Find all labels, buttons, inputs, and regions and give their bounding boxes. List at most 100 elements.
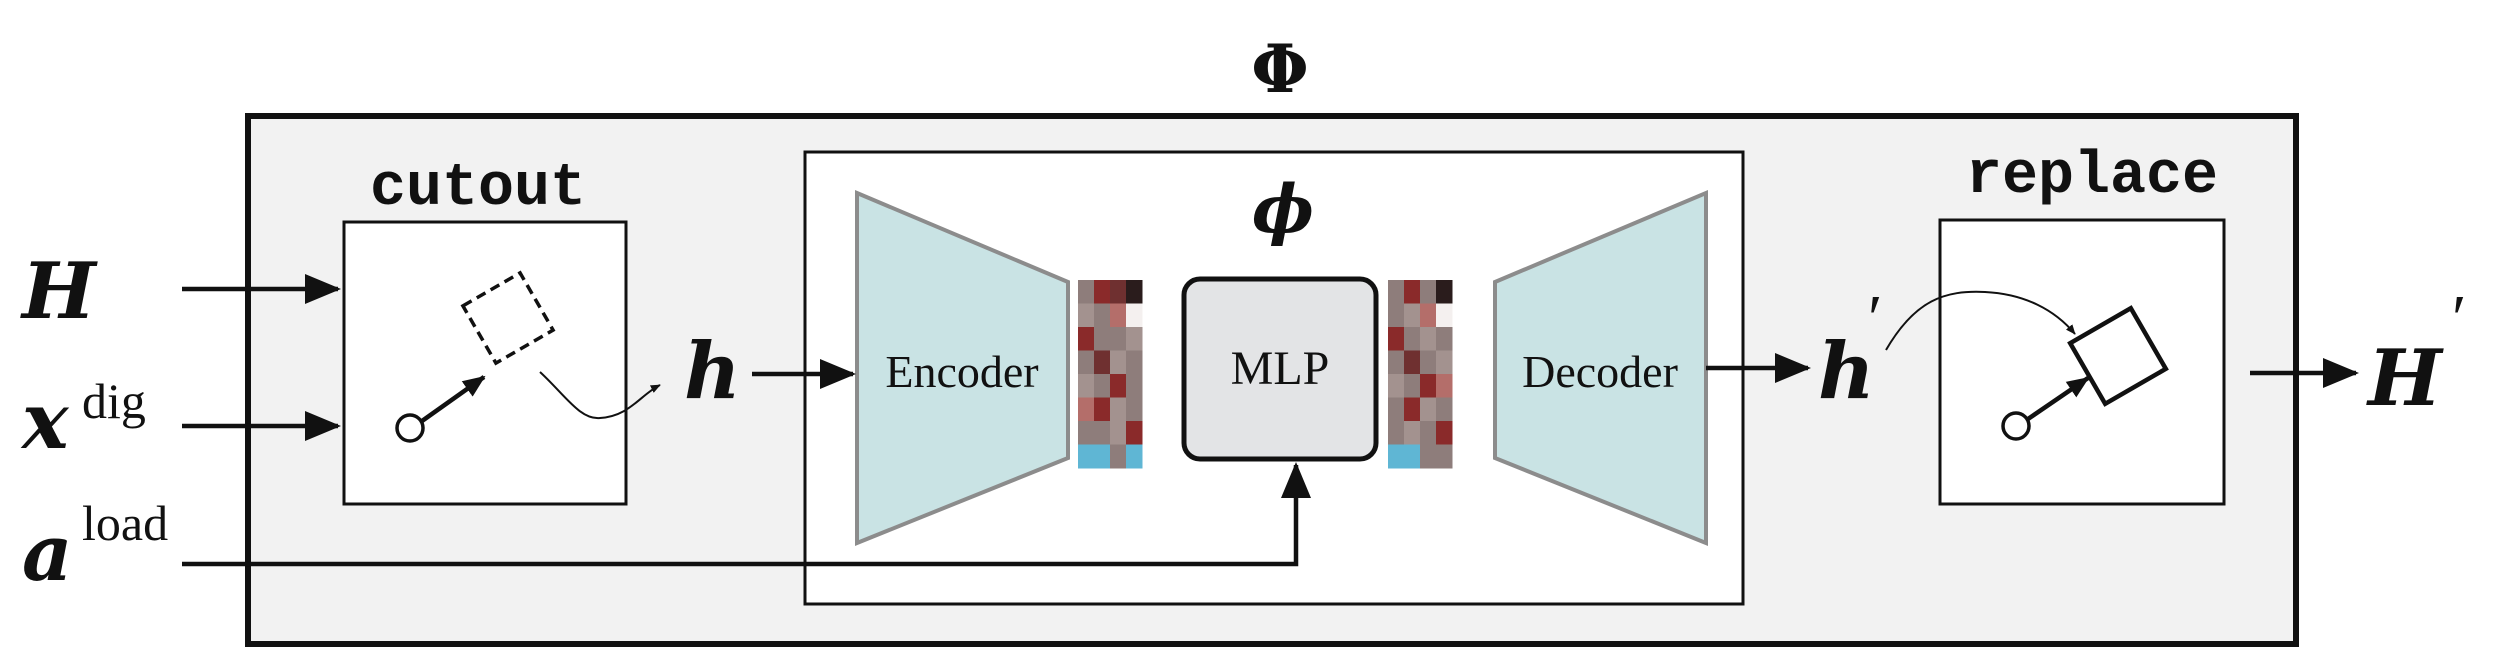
input-x-label: x — [20, 376, 70, 467]
cutout-vector-arrow — [420, 375, 486, 423]
latent-cell — [1436, 327, 1453, 351]
latent-cell — [1388, 280, 1405, 304]
replace-label: replace — [1966, 143, 2218, 211]
latent-cell — [1404, 303, 1421, 328]
latent-cell — [1388, 374, 1405, 398]
latent-cell — [1078, 280, 1095, 304]
latent-cell — [1078, 350, 1095, 375]
h-prime-label: h — [1818, 326, 1875, 417]
latent-cell — [1078, 374, 1095, 398]
latent-cell — [1078, 444, 1095, 469]
latent-cell — [1420, 280, 1437, 304]
cutout-box — [342, 220, 628, 506]
latent-cell — [1420, 350, 1437, 375]
outer-title: Φ — [1251, 30, 1309, 108]
latent-cell — [1078, 421, 1095, 445]
latent-cell — [1404, 327, 1421, 351]
latent-cell — [1126, 280, 1143, 304]
latent-cell — [1110, 444, 1127, 469]
latent-cell — [1436, 444, 1453, 469]
latent-cell — [1436, 397, 1453, 422]
decoder-label: Decoder — [1522, 346, 1678, 397]
replace-origin-circle — [2001, 411, 2031, 441]
latent-cell — [1436, 280, 1453, 304]
latent-cell — [1126, 303, 1143, 328]
latent-cell — [1436, 350, 1453, 375]
latent-cell — [1094, 421, 1111, 445]
latent-cell — [1420, 303, 1437, 328]
mlp-label: MLP — [1231, 342, 1330, 395]
latent-cell — [1388, 350, 1405, 375]
decoder-block — [1493, 189, 1708, 546]
H-prime-base: H — [2366, 333, 2444, 424]
latent-cell — [1388, 397, 1405, 422]
latent-cell — [1110, 303, 1127, 328]
H-prime-label: H — [2366, 333, 2444, 424]
replace-square — [2067, 305, 2169, 407]
latent-cell — [1126, 374, 1143, 398]
arrow-a-to-mlp — [182, 462, 1311, 567]
input-H-label: H — [20, 246, 98, 337]
latent-cell — [1126, 350, 1143, 375]
latent-cell — [1110, 350, 1127, 375]
cutout-label: cutout — [370, 155, 586, 223]
latent-cell — [1436, 303, 1453, 328]
latent-grid-left — [1078, 280, 1143, 469]
latent-cell — [1404, 444, 1421, 469]
h-prime-base: h — [1818, 326, 1875, 417]
latent-cell — [1094, 444, 1111, 469]
latent-cell — [1420, 397, 1437, 422]
latent-cell — [1126, 397, 1143, 422]
latent-cell — [1388, 421, 1405, 445]
latent-cell — [1094, 303, 1111, 328]
latent-cell — [1078, 327, 1095, 351]
latent-cell — [1094, 374, 1111, 398]
latent-cell — [1436, 374, 1453, 398]
latent-cell — [1110, 421, 1127, 445]
latent-cell — [1404, 280, 1421, 304]
latent-cell — [1126, 444, 1143, 469]
latent-cell — [1420, 374, 1437, 398]
encoder-label: Encoder — [885, 346, 1038, 397]
input-a-label: a — [22, 508, 73, 599]
latent-cell — [1094, 397, 1111, 422]
cutout-dashed-square — [460, 270, 556, 366]
latent-cell — [1094, 350, 1111, 375]
latent-cell — [1110, 374, 1127, 398]
latent-grid-right — [1388, 280, 1453, 469]
latent-cell — [1110, 280, 1127, 304]
h-label: h — [684, 326, 741, 417]
cutout-curve-arrow — [539, 371, 661, 420]
latent-cell — [1404, 374, 1421, 398]
latent-cell — [1094, 327, 1111, 351]
latent-cell — [1388, 327, 1405, 351]
cutout-origin-circle — [395, 413, 425, 443]
mlp-block — [1181, 276, 1379, 462]
h-prime-mark: ′ — [1868, 282, 1882, 355]
H-prime-mark: ′ — [2452, 282, 2466, 355]
latent-cell — [1388, 444, 1405, 469]
replace-curve-arrow — [1885, 290, 2076, 351]
latent-cell — [1126, 327, 1143, 351]
latent-cell — [1388, 303, 1405, 328]
latent-cell — [1078, 303, 1095, 328]
latent-cell — [1420, 327, 1437, 351]
latent-cell — [1094, 280, 1111, 304]
latent-cell — [1404, 350, 1421, 375]
latent-cell — [1420, 444, 1437, 469]
inner-title: ϕ — [1252, 170, 1314, 248]
latent-cell — [1110, 327, 1127, 351]
latent-cell — [1404, 397, 1421, 422]
replace-vector-arrow — [2026, 376, 2090, 421]
input-a-superscript: load — [82, 495, 168, 551]
input-a-base: a — [22, 508, 73, 599]
latent-cell — [1126, 421, 1143, 445]
latent-cell — [1436, 421, 1453, 445]
latent-cell — [1420, 421, 1437, 445]
latent-cell — [1404, 421, 1421, 445]
encoder-block — [855, 189, 1070, 546]
input-x-superscript: dig — [82, 373, 146, 429]
input-x-base: x — [20, 376, 70, 467]
latent-cell — [1078, 397, 1095, 422]
